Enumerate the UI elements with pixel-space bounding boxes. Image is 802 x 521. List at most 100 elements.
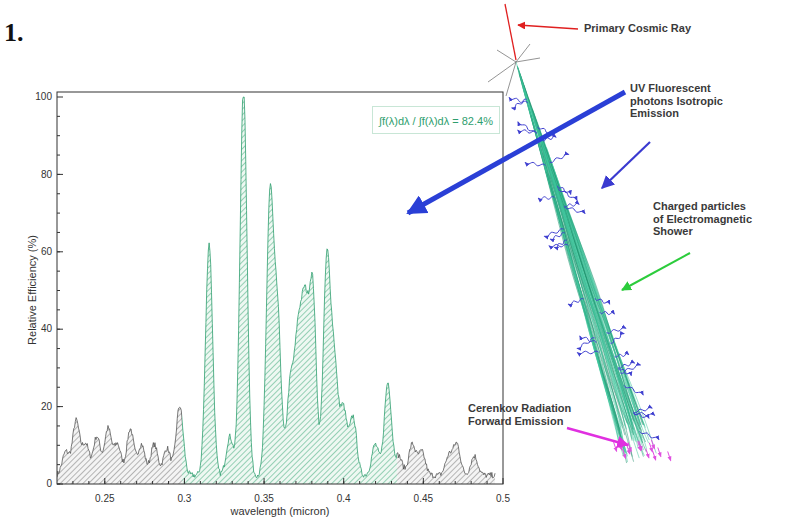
spectrum-area [182,97,397,484]
tick-label: 0.45 [414,493,433,505]
tick-mark [311,481,312,484]
cerenkov-arrow [628,442,631,451]
photon-arrow [512,99,527,108]
tick-label: 0 [46,478,52,490]
tick-mark [423,481,424,484]
shower-track [531,108,640,425]
tick-label: 0.5 [496,493,510,505]
photon-arrow [549,244,568,247]
tick-mark [57,406,63,407]
tick-mark [407,481,408,484]
photon-arrow [620,365,640,374]
photon-arrow [640,431,659,439]
tick-mark [184,481,185,484]
spectrum-area [57,97,495,484]
tick-mark [57,174,60,175]
callout-label: Charged particles of Electromagnetic Sho… [653,200,753,238]
formula-box: ∫f(λ)dλ / ∫f(λ)dλ = 82.4% [372,106,500,134]
tick-mark [57,329,63,330]
tick-label: 0.4 [337,493,351,505]
leader-arrow [622,253,690,290]
photon-arrow [509,97,527,103]
photon-arrow [525,162,545,165]
tick-mark [168,481,169,484]
tick-mark [57,213,60,214]
shower-track [543,154,625,435]
tick-mark [264,481,265,484]
leader-arrow [602,142,650,188]
photon-arrow [624,385,643,395]
figure-number: 1. [4,18,24,48]
tick-mark [57,193,60,194]
spectrum-line [182,97,397,478]
photon-arrow [607,327,626,333]
photon-arrow [618,362,634,368]
tick-mark [57,135,60,136]
leader-arrow [518,25,578,29]
tick-mark [280,481,281,484]
photon-arrow [577,338,594,349]
tick-mark [375,481,376,484]
tick-mark [232,481,233,484]
photon-arrow [564,207,584,214]
tick-mark [184,478,185,484]
cerenkov-arrow [649,443,652,452]
tick-mark [248,481,249,484]
cerenkov-arrow [638,441,641,450]
tick-mark [57,309,60,310]
cerenkov-arrow [653,451,656,460]
tick-mark [136,481,137,484]
photon-arrow [518,122,536,134]
tick-label: 0.35 [254,493,273,505]
tick-label: 60 [41,246,52,258]
cerenkov-arrow [614,442,617,451]
secondary-track [506,62,516,96]
photon-arrow [580,336,596,343]
callout-label: Cerenkov Radiation Forward Emission [468,402,596,427]
tick-mark [104,481,105,484]
secondary-track [497,50,516,62]
tick-mark [200,481,201,484]
tick-label: 0.3 [177,493,191,505]
tick-mark [120,481,121,484]
cerenkov-arrow [668,451,671,460]
tick-mark [88,481,89,484]
secondary-track [516,58,540,62]
photon-arrow [595,298,610,304]
primary-ray [505,4,516,60]
tick-mark [343,478,344,484]
photon-arrow [557,186,570,195]
tick-label: 20 [41,401,52,413]
tick-mark [57,464,60,465]
tick-mark [57,348,60,349]
tick-mark [423,478,424,484]
photon-arrow [634,413,649,418]
formula-text: ∫f(λ)dλ / ∫f(λ)dλ = 82.4% [379,115,493,127]
tick-mark [57,232,60,233]
tick-mark [57,329,60,330]
tick-mark [57,484,60,485]
photon-arrow [558,189,576,201]
shower-track [542,149,626,430]
shower-track [529,105,629,425]
axis-title: Relative Efficiency (%) [26,235,39,345]
photon-arrow [633,407,652,413]
tick-mark [57,425,60,426]
tick-mark [471,481,472,484]
tick-mark [295,481,296,484]
tick-mark [104,478,105,484]
tick-mark [152,481,153,484]
tick-mark [57,116,60,117]
shower-track [516,62,631,421]
tick-mark [216,481,217,484]
secondary-track [488,62,516,82]
tick-mark [57,406,60,407]
tick-mark [57,251,63,252]
tick-mark [57,367,60,368]
shower-track [551,164,642,443]
axis-title: wavelength (micron) [230,505,329,518]
